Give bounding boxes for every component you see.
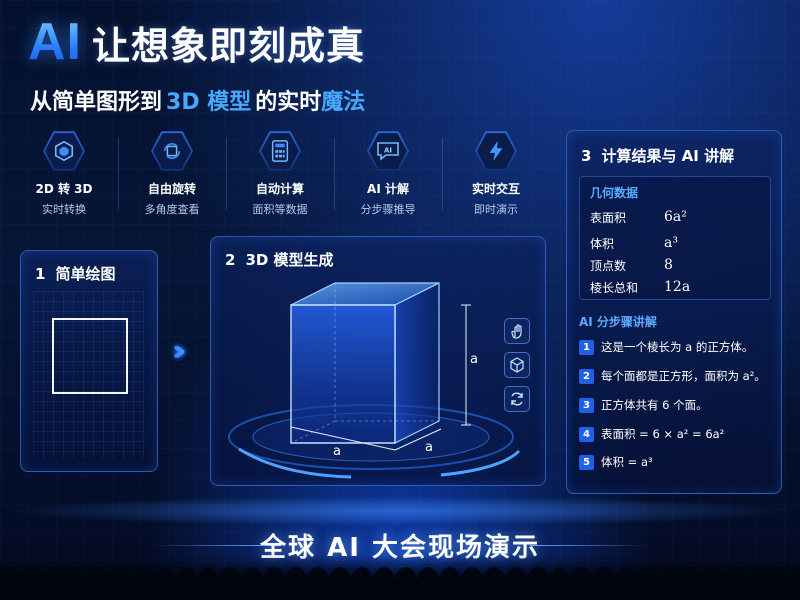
geometry-row: 体积 a³ xyxy=(590,235,760,252)
panel-title: 3 计算结果与 AI 讲解 xyxy=(581,145,734,166)
feature-bar: 2D 转 3D 实时转换 自由旋转 多角度查看 自动计算 面积等数据 AI AI… xyxy=(10,130,550,220)
feature-ai-explain: AI AI 计解 分步骤推导 xyxy=(334,130,442,220)
feature-title: 自由旋转 xyxy=(147,182,196,196)
step-text: 表面积 = 6 × a² = 6a² xyxy=(601,427,725,441)
banner-line-right xyxy=(530,545,650,546)
view-toolbar xyxy=(504,318,530,412)
panel-title: 1 简单绘图 xyxy=(35,263,115,284)
step-item: 3 正方体共有 6 个面。 xyxy=(579,397,708,413)
feature-rotate: 自由旋转 多角度查看 xyxy=(118,130,226,220)
title-ai: AI xyxy=(28,13,82,71)
step-number: 4 xyxy=(579,426,594,442)
subtitle-highlight-2: 魔法 xyxy=(321,90,366,115)
page-subtitle: 从简单图形到 3D 模型 的实时 魔法 xyxy=(30,84,365,116)
step-text: 体积 = a³ xyxy=(601,455,653,469)
rotate-cube-icon xyxy=(151,131,193,171)
feature-desc: 实时转换 xyxy=(42,203,86,216)
geometry-key: 体积 xyxy=(590,237,615,251)
feature-title: 实时交互 xyxy=(471,182,520,196)
feature-desc: 多角度查看 xyxy=(144,203,200,216)
subtitle-highlight: 3D 模型 xyxy=(166,90,252,115)
subtitle-mid: 的实时 xyxy=(255,90,322,115)
refresh-icon[interactable] xyxy=(504,386,530,412)
svg-text:AI: AI xyxy=(384,147,392,155)
geometry-value: 12a xyxy=(664,279,691,295)
geometry-data-box: 几何数据 表面积 6a² 体积 a³ 顶点数 8 棱长总和 12a xyxy=(579,176,771,300)
geometry-row: 顶点数 8 xyxy=(590,257,760,274)
geometry-key: 表面积 xyxy=(590,211,627,225)
feature-title: 自动计算 xyxy=(255,182,304,196)
edge-label-a: a xyxy=(425,440,433,455)
feature-realtime: 实时交互 即时演示 xyxy=(442,130,550,220)
geometry-heading: 几何数据 xyxy=(590,186,639,200)
step-item: 1 这是一个棱长为 a 的正方体。 xyxy=(579,339,753,355)
geometry-value: 8 xyxy=(664,257,673,273)
step-text: 这是一个棱长为 a 的正方体。 xyxy=(601,340,754,354)
feature-desc: 分步骤推导 xyxy=(360,203,416,216)
rotate-arc-right xyxy=(440,449,521,477)
feature-title: AI 计解 xyxy=(367,182,409,196)
step-number: 1 xyxy=(579,339,594,355)
step-text: 每个面都是正方形，面积为 a²。 xyxy=(601,369,766,383)
cube-model xyxy=(290,282,440,444)
step-number: 5 xyxy=(579,454,594,470)
banner-line-left xyxy=(150,545,270,546)
panel-title-text: 3D 模型生成 xyxy=(245,251,334,269)
cube-viewport[interactable]: a a a xyxy=(211,237,547,487)
step-text: 正方体共有 6 个面。 xyxy=(601,398,708,412)
lightning-icon xyxy=(475,131,517,171)
rotate-arc-left xyxy=(238,447,352,479)
panel-title-text: 计算结果与 AI 讲解 xyxy=(601,147,735,165)
step-item: 5 体积 = a³ xyxy=(579,454,653,470)
ai-chat-icon: AI xyxy=(367,131,409,171)
panel-number: 2 xyxy=(225,251,236,269)
geometry-key: 顶点数 xyxy=(590,259,627,273)
panel-number: 3 xyxy=(581,147,592,165)
ai-steps: AI 分步骤讲解 1 这是一个棱长为 a 的正方体。 2 每个面都是正方形，面积为 … xyxy=(579,313,771,481)
page-title: AI 让想象即刻成真 xyxy=(28,12,365,72)
audience-silhouette xyxy=(0,555,800,600)
calculator-icon xyxy=(259,131,301,171)
step-number: 3 xyxy=(579,397,594,413)
stage-glow xyxy=(0,496,800,526)
arrow-right-icon: ››› xyxy=(172,334,186,367)
title-text: 让想象即刻成真 xyxy=(92,23,366,68)
step-number: 2 xyxy=(579,368,594,384)
panel-title: 2 3D 模型生成 xyxy=(225,249,334,270)
dimension-lines xyxy=(290,304,471,451)
edge-label-a: a xyxy=(470,352,478,367)
drawn-square[interactable] xyxy=(52,318,128,394)
cube-view-icon[interactable] xyxy=(504,352,530,378)
geometry-value: a³ xyxy=(664,235,678,251)
panel-title-text: 简单绘图 xyxy=(55,265,116,283)
geometry-value: 6a² xyxy=(664,209,687,225)
step-item: 2 每个面都是正方形，面积为 a²。 xyxy=(579,368,766,384)
edge-label-a: a xyxy=(333,444,341,459)
cube-hex-icon xyxy=(43,131,85,171)
geometry-row: 表面积 6a² xyxy=(590,209,760,226)
feature-calc: 自动计算 面积等数据 xyxy=(226,130,334,220)
feature-2d-to-3d: 2D 转 3D 实时转换 xyxy=(10,130,118,220)
geometry-key: 棱长总和 xyxy=(590,281,639,295)
panel-results-explain: 3 计算结果与 AI 讲解 几何数据 表面积 6a² 体积 a³ 顶点数 8 棱长总和 1… xyxy=(566,130,782,494)
hand-icon[interactable] xyxy=(504,318,530,344)
geometry-row: 棱长总和 12a xyxy=(590,279,760,296)
subtitle-prefix: 从简单图形到 xyxy=(30,90,163,115)
feature-desc: 面积等数据 xyxy=(252,203,308,216)
step-item: 4 表面积 = 6 × a² = 6a² xyxy=(579,426,724,442)
panel-number: 1 xyxy=(35,265,46,283)
feature-desc: 即时演示 xyxy=(474,203,518,216)
feature-title: 2D 转 3D xyxy=(35,182,93,196)
panel-3d-model: 2 3D 模型生成 a a a xyxy=(210,236,546,486)
steps-heading: AI 分步骤讲解 xyxy=(579,315,657,329)
